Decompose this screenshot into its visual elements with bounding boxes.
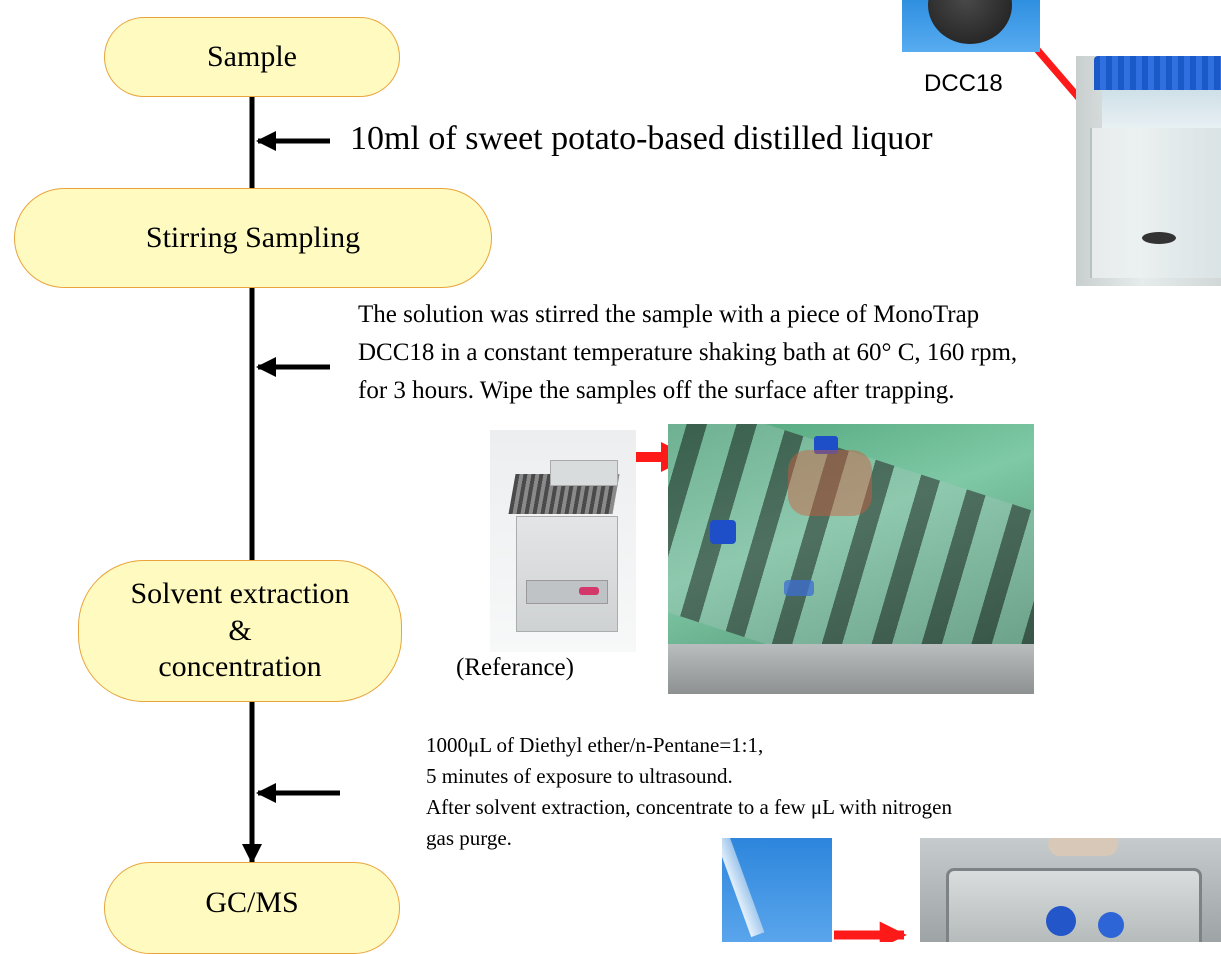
photo-vial-with-disk bbox=[1076, 56, 1221, 286]
step-extraction-line-2: & bbox=[228, 613, 252, 647]
bath-control-panel bbox=[526, 580, 608, 604]
caption-dcc18: DCC18 bbox=[924, 70, 1003, 97]
caption-reference: (Referance) bbox=[456, 654, 574, 681]
rack-vial-blue-1 bbox=[710, 520, 736, 544]
step-extraction-line-1: Solvent extraction bbox=[130, 577, 350, 611]
pipette-tip bbox=[722, 838, 765, 938]
step-extraction-line-3: concentration bbox=[158, 650, 322, 684]
note-stirring-line-1: The solution was stirred the sample with… bbox=[358, 301, 980, 328]
photo-shaking-bath-rack bbox=[668, 424, 1034, 694]
note-stirring-conditions: The solution was stirred the sample with… bbox=[358, 296, 1017, 410]
note-extraction-line-4: gas purge. bbox=[426, 826, 512, 850]
bath-motor-unit bbox=[550, 460, 618, 486]
ultrasound-hand bbox=[1048, 838, 1118, 856]
ultrasound-basin bbox=[946, 868, 1202, 942]
note-stirring-line-2: DCC18 in a constant temperature shaking … bbox=[358, 339, 1018, 366]
bath-red-buttons bbox=[579, 587, 599, 595]
step-stirring-sampling: Stirring Sampling bbox=[14, 188, 492, 288]
vial-neck bbox=[1102, 90, 1221, 128]
step-solvent-extraction: Solvent extraction & concentration bbox=[78, 560, 402, 702]
note-extraction-line-2: 5 minutes of exposure to ultrasound. bbox=[426, 764, 733, 788]
rack-vial-blue-2 bbox=[814, 436, 838, 454]
ultrasound-vial-2 bbox=[1098, 912, 1124, 938]
bath-body bbox=[516, 516, 618, 632]
photo-pipette bbox=[722, 838, 832, 942]
note-stirring-line-3: for 3 hours. Wipe the samples off the su… bbox=[358, 377, 955, 404]
vial-body bbox=[1090, 128, 1221, 278]
note-extraction-line-3: After solvent extraction, concentrate to… bbox=[426, 795, 952, 819]
note-extraction-line-1: 1000μL of Diethyl ether/n-Pentane=1:1, bbox=[426, 733, 764, 757]
rack-orange-glow bbox=[788, 450, 872, 516]
step-gcms-label: GC/MS bbox=[205, 886, 299, 919]
ultrasound-vial-1 bbox=[1046, 906, 1076, 936]
vial-cap bbox=[1094, 56, 1221, 90]
photo-ultrasound-bath bbox=[920, 838, 1221, 942]
rack-vial-blue-3 bbox=[784, 580, 814, 596]
photo-reference-bath-machine bbox=[490, 430, 636, 652]
dcc18-disk-shape bbox=[928, 0, 1012, 44]
photo-dcc18-disk bbox=[902, 0, 1040, 52]
vial-disk bbox=[1142, 232, 1176, 244]
step-sample-label: Sample bbox=[207, 39, 297, 73]
note-sample-input: 10ml of sweet potato-based distilled liq… bbox=[350, 120, 933, 157]
step-sample: Sample bbox=[104, 17, 400, 97]
step-gcms: GC/MS bbox=[104, 862, 400, 954]
note-extraction-conditions: 1000μL of Diethyl ether/n-Pentane=1:1, 5… bbox=[426, 730, 952, 854]
step-stirring-label: Stirring Sampling bbox=[145, 220, 361, 254]
rack-frame bbox=[668, 644, 1034, 694]
